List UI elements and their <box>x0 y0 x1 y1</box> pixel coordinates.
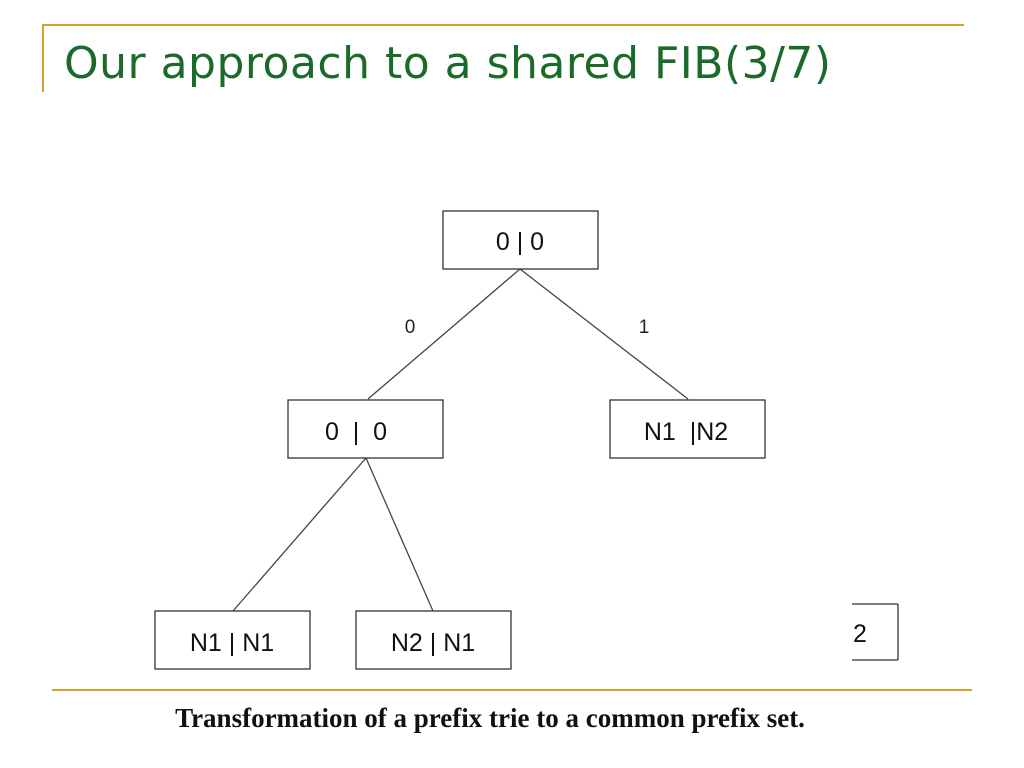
edge-left-leftright <box>365 457 434 612</box>
node-left-right: N2 | N1 <box>355 610 512 670</box>
node-left: 0 | 0 <box>287 399 444 459</box>
prefix-trie-diagram: 0 1 0 | 0 0 | 0 N1 |N2 N1 | N1 N2 | N1 I… <box>154 210 899 670</box>
node-right-label: N1 |N2 <box>644 418 728 446</box>
slide-title: Our approach to a shared FIB(3/7) <box>64 38 832 89</box>
title-top-rule <box>42 24 964 26</box>
node-left-right-label: N2 | N1 <box>391 629 475 657</box>
node-root-label: 0 | 0 <box>496 228 544 256</box>
node-left-label: 0 | 0 <box>325 418 387 446</box>
node-partial: I2 <box>835 600 899 664</box>
edge-label-1: 1 <box>639 317 650 338</box>
node-left-left-label: N1 | N1 <box>190 629 274 657</box>
edge-root-right <box>519 268 689 400</box>
node-right: N1 |N2 <box>609 399 766 459</box>
edge-label-0: 0 <box>405 317 416 338</box>
title-left-accent <box>42 24 44 92</box>
figure-caption: Transformation of a prefix trie to a com… <box>175 703 805 733</box>
caption-top-rule <box>52 689 972 691</box>
node-root: 0 | 0 <box>442 210 599 270</box>
edge-left-leftleft <box>232 457 367 612</box>
edge-root-left <box>367 268 521 400</box>
node-left-left: N1 | N1 <box>154 610 311 670</box>
